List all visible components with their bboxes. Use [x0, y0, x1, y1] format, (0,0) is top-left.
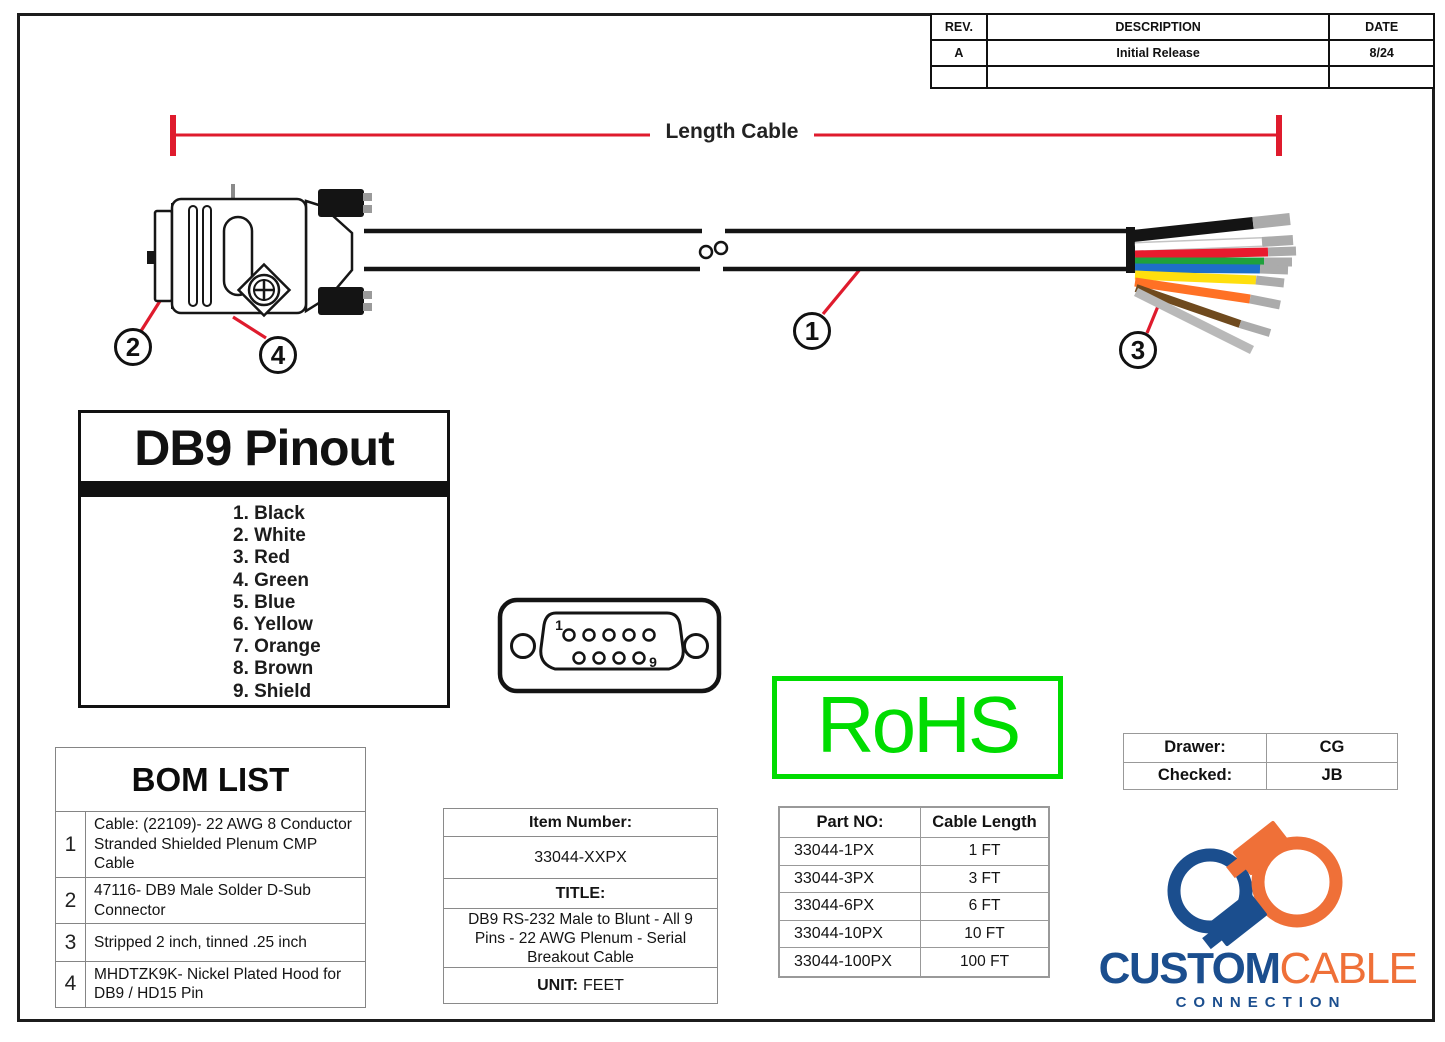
bom-item-desc: 47116- DB9 Male Solder D-Sub Connector — [94, 882, 311, 919]
unit-value: FEET — [583, 976, 624, 994]
bom-item-number: 1 — [56, 812, 86, 878]
rohs-badge: RoHS — [772, 676, 1063, 779]
title-label: TITLE: — [444, 879, 717, 909]
rev-value: A — [930, 39, 988, 67]
bom-item-number: 4 — [56, 961, 86, 1007]
bom-row: 3 Stripped 2 inch, tinned .25 inch — [56, 924, 365, 962]
pinout-divider-bar — [81, 481, 447, 497]
logo-custom: CUSTOM — [1098, 944, 1281, 993]
part-number-table: Part NO: Cable Length 33044-1PX 1 FT 330… — [778, 806, 1050, 978]
part-no-header: Part NO: — [780, 808, 920, 838]
item-number-value: 33044-XXPX — [444, 837, 717, 879]
logo-wordmark: CUSTOMCABLE — [1085, 944, 1430, 994]
checked-value: JB — [1266, 761, 1397, 789]
logo-infinity-icon — [1167, 820, 1343, 950]
length-dimension-line — [170, 115, 1282, 156]
rev-header: REV. — [930, 13, 988, 41]
cable-length-header: Cable Length — [920, 808, 1048, 838]
db9-connector-drawing — [147, 184, 372, 318]
desc-header: DESCRIPTION — [985, 13, 1331, 41]
revision-row-empty — [930, 65, 1435, 89]
pinout-item: 8. Brown — [233, 658, 314, 680]
length-cable-label: Length Cable — [650, 120, 814, 144]
pinout-list: 1. Black 2. White 3. Red 4. Green 5. Blu… — [81, 497, 447, 703]
thumbscrew-top — [318, 189, 372, 217]
db9-pinout-box: DB9 Pinout 1. Black 2. White 3. Red 4. G… — [78, 410, 450, 708]
cable-length: 6 FT — [920, 893, 1048, 921]
face-pin1-label: 1 — [555, 617, 563, 633]
bom-item-desc: Stripped 2 inch, tinned .25 inch — [94, 933, 307, 951]
thumbscrew-bottom — [318, 287, 372, 315]
bom-item-desc: Cable: (22109)- 22 AWG 8 Conductor Stran… — [94, 816, 352, 873]
unit-label: UNIT: — [537, 976, 578, 994]
item-number-label: Item Number: — [444, 809, 717, 837]
checked-label: Checked: — [1124, 761, 1266, 790]
wire-fan — [1132, 213, 1297, 355]
revision-row: A Initial Release 8/24 — [930, 39, 1435, 67]
cable-drawing — [364, 227, 1135, 273]
date-header: DATE — [1328, 13, 1435, 41]
bom-title: BOM LIST — [56, 748, 365, 812]
date-value: 8/24 — [1328, 39, 1435, 67]
cable-length: 100 FT — [920, 948, 1048, 976]
pinout-title: DB9 Pinout — [134, 420, 394, 476]
part-no: 33044-3PX — [780, 866, 920, 894]
revision-table: REV. DESCRIPTION DATE A Initial Release … — [930, 13, 1435, 89]
part-no: 33044-1PX — [780, 838, 920, 866]
db9-face-drawing: 1 9 — [497, 597, 722, 694]
logo-connection: CONNECTION — [1175, 994, 1347, 1011]
item-info-box: Item Number: 33044-XXPX TITLE: DB9 RS-23… — [443, 808, 718, 1004]
title-value: DB9 RS-232 Male to Blunt - All 9 Pins - … — [444, 909, 717, 968]
bom-list: BOM LIST 1 Cable: (22109)- 22 AWG 8 Cond… — [55, 747, 366, 1008]
pinout-item: 1. Black — [233, 503, 305, 524]
part-no: 33044-6PX — [780, 893, 920, 921]
approval-table: Drawer: CG Checked: JB — [1123, 733, 1398, 790]
callout-2: 2 — [114, 328, 152, 366]
bom-item-desc: MHDTZK9K- Nickel Plated Hood for DB9 / H… — [94, 965, 342, 1003]
pinout-item: 5. Blue — [233, 591, 296, 613]
callout-leader-lines — [139, 266, 1165, 340]
part-no: 33044-10PX — [780, 921, 920, 949]
unit-row: UNIT: FEET — [444, 968, 717, 1003]
bom-row: 4 MHDTZK9K- Nickel Plated Hood for DB9 /… — [56, 961, 365, 1007]
cable-length: 3 FT — [920, 865, 1048, 894]
pinout-item: 7. Orange — [233, 636, 321, 658]
callout-4: 4 — [259, 336, 297, 374]
cable-length: 1 FT — [920, 838, 1048, 866]
callout-3: 3 — [1119, 331, 1157, 369]
bom-item-number: 3 — [56, 924, 86, 961]
face-pin9-label: 9 — [649, 654, 657, 670]
drawer-value: CG — [1266, 734, 1397, 762]
pinout-item: 4. Green — [233, 569, 310, 591]
pinout-item: 2. White — [233, 525, 306, 547]
pinout-item: 9. Shield — [233, 680, 312, 702]
pinout-item: 6. Yellow — [233, 614, 313, 636]
callout-1: 1 — [793, 312, 831, 350]
pinout-item: 3. Red — [233, 547, 291, 569]
cable-length: 10 FT — [920, 920, 1048, 949]
bom-item-number: 2 — [56, 878, 86, 924]
page-border-frame — [17, 13, 1435, 1022]
desc-value: Initial Release — [985, 39, 1331, 67]
logo-cable: CABLE — [1279, 944, 1418, 993]
bom-row: 2 47116- DB9 Male Solder D-Sub Connector — [56, 878, 365, 925]
part-no: 33044-100PX — [794, 953, 892, 971]
drawer-label: Drawer: — [1164, 738, 1226, 757]
bom-row: 1 Cable: (22109)- 22 AWG 8 Conductor Str… — [56, 812, 365, 879]
